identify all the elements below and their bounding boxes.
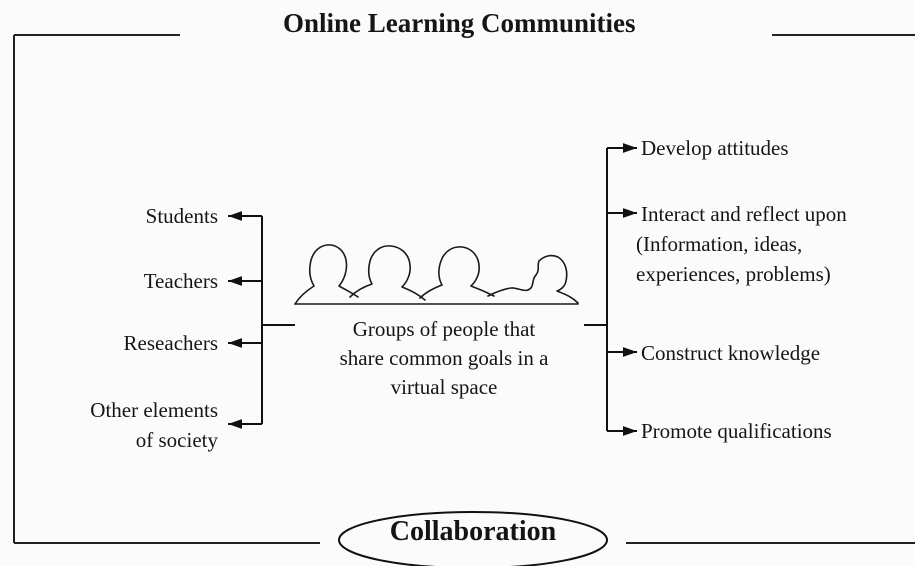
left-item-students: Students [145, 204, 218, 228]
right-item-promote-qualifications: Promote qualifications [641, 419, 832, 443]
center-line-3: virtual space [390, 375, 498, 399]
center-description: Groups of people that share common goals… [303, 315, 585, 402]
left-bracket [228, 211, 263, 429]
right-item-develop-attitudes: Develop attitudes [641, 136, 789, 160]
people-silhouettes-image [294, 244, 579, 305]
right-item-interact-line2: (Information, ideas, [636, 232, 803, 256]
right-item-interact-line1: Interact and reflect upon [641, 202, 847, 226]
left-item-reseachers: Reseachers [123, 331, 218, 355]
right-item-interact-line3: experiences, problems) [636, 262, 831, 286]
center-line-1: Groups of people that [352, 317, 536, 341]
right-bracket [606, 143, 637, 436]
left-item-other-elements-line1: Other elements [90, 398, 218, 422]
right-item-construct-knowledge: Construct knowledge [641, 341, 821, 365]
left-item-other-elements-line2: of society [135, 428, 218, 452]
center-line-2: share common goals in a [339, 346, 549, 370]
outer-frame [13, 34, 915, 544]
left-item-teachers: Teachers [143, 269, 218, 293]
collaboration-ellipse [338, 511, 608, 566]
collaboration-label: Collaboration [389, 516, 557, 547]
diagram-title: Online Learning Communities [283, 8, 636, 38]
